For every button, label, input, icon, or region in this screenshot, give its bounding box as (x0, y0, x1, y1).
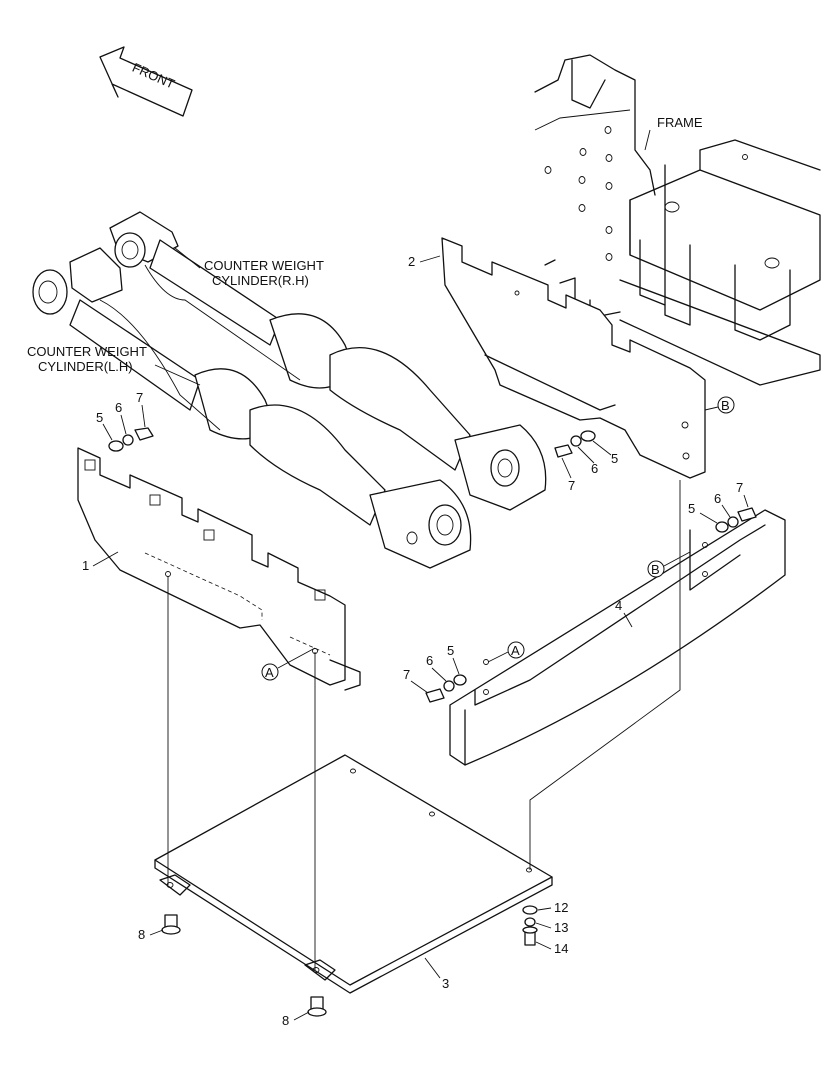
callout-12: 12 (554, 900, 568, 915)
callout-7a: 7 (136, 390, 143, 405)
cyl-rh-label-line1: COUNTER WEIGHT (204, 258, 324, 273)
callout-2: 2 (408, 254, 415, 269)
callout-3: 3 (442, 976, 449, 991)
counterweight-cylinder-rh (109, 211, 547, 511)
bolt-8-left: 8 (138, 914, 181, 942)
bracket-part-2: 2 (408, 237, 706, 479)
fastener-set-counterweight-left: 5 6 7 (403, 643, 467, 703)
front-arrow: FRONT (99, 46, 193, 117)
ref-a-left: A (261, 647, 316, 681)
callout-8a: 8 (138, 927, 145, 942)
ref-a2-label: A (511, 643, 520, 658)
callout-6c: 6 (714, 491, 721, 506)
cover-plate-part-3: 3 (154, 754, 553, 994)
callout-14: 14 (554, 941, 568, 956)
cyl-lh-label-line2: CYLINDER(L.H) (38, 359, 133, 374)
callout-6b: 6 (591, 461, 598, 476)
ref-a-right: A (487, 641, 525, 663)
callout-5d: 5 (447, 643, 454, 658)
callout-7c: 7 (736, 480, 743, 495)
callout-5b: 5 (611, 451, 618, 466)
callout-6a: 6 (115, 400, 122, 415)
fastener-set-right-bracket: 5 6 7 (554, 430, 618, 493)
counterweight-part-4: 4 (449, 509, 786, 766)
fastener-set-plate-right: 12 13 14 (522, 900, 568, 956)
ref-b-counterweight: B (647, 551, 691, 578)
callout-4: 4 (615, 598, 622, 613)
ref-b-right-bracket: B (704, 396, 735, 414)
fastener-set-left-top: 5 6 7 (96, 390, 154, 452)
callout-7b: 7 (568, 478, 575, 493)
cyl-lh-label-line1: COUNTER WEIGHT (27, 344, 147, 359)
callout-13: 13 (554, 920, 568, 935)
ref-a1-label: A (265, 665, 274, 680)
callout-6d: 6 (426, 653, 433, 668)
bolt-8-right: 8 (282, 996, 327, 1028)
cyl-rh-label-line2: CYLINDER(R.H) (212, 273, 309, 288)
callout-7d: 7 (403, 667, 410, 682)
callout-5c: 5 (688, 501, 695, 516)
callout-5a: 5 (96, 410, 103, 425)
counterweight-cylinder-lh (32, 247, 472, 569)
callout-1: 1 (82, 558, 89, 573)
ref-b2-label: B (651, 562, 660, 577)
ref-b1-label: B (721, 398, 730, 413)
callout-8b: 8 (282, 1013, 289, 1028)
frame-label: FRAME (657, 115, 703, 130)
bracket-part-1: 1 (77, 447, 361, 691)
fastener-set-counterweight-right: 5 6 7 (688, 480, 757, 533)
